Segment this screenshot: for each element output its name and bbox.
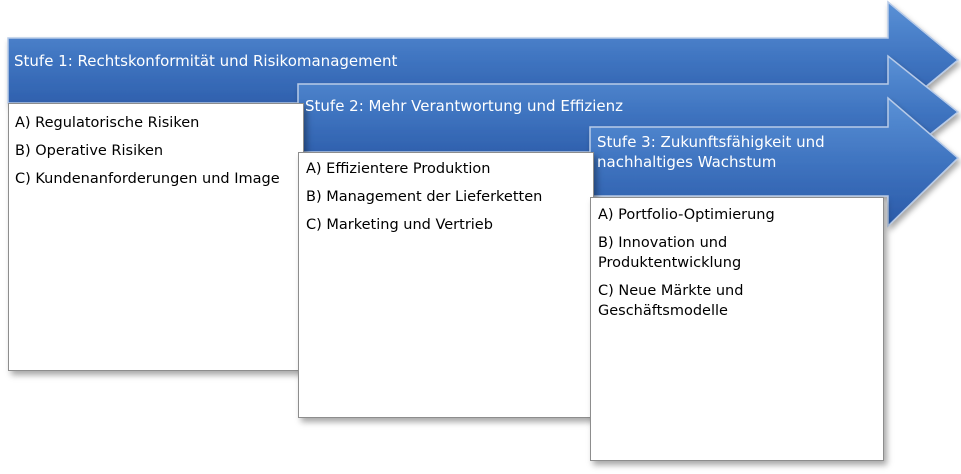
stage-2-item: A) Effizientere Produktion [306, 161, 491, 177]
stage-2-item: B) Management der Lieferketten [306, 189, 543, 205]
stage-3-box: A) Portfolio-Optimierung B) Innovation u… [590, 197, 884, 461]
stage-3-arrow [589, 96, 960, 228]
stage-3-item: A) Portfolio-Optimierung [598, 207, 775, 223]
stage-1-item: C) Kundenanforderungen und Image [15, 171, 280, 187]
stage-2-title: Stufe 2: Mehr Verantwortung und Effizien… [305, 97, 623, 115]
stage-2-item: C) Marketing und Vertrieb [306, 217, 493, 233]
stage-1-box: A) Regulatorische Risiken B) Operative R… [8, 103, 304, 371]
stage-3-item: C) Neue Märkte und Geschäftsmodelle [598, 283, 744, 319]
stage-1-item: A) Regulatorische Risiken [15, 115, 200, 131]
stage-1-item: B) Operative Risiken [15, 143, 164, 159]
stage-2-box: A) Effizientere Produktion B) Management… [298, 152, 594, 418]
stage-3-item: B) Innovation und Produktentwicklung [598, 235, 742, 271]
stage-3-title: Stufe 3: Zukunftsfähigkeit und nachhalti… [597, 133, 825, 171]
stage-1-title: Stufe 1: Rechtskonformität und Risikoman… [14, 52, 398, 70]
